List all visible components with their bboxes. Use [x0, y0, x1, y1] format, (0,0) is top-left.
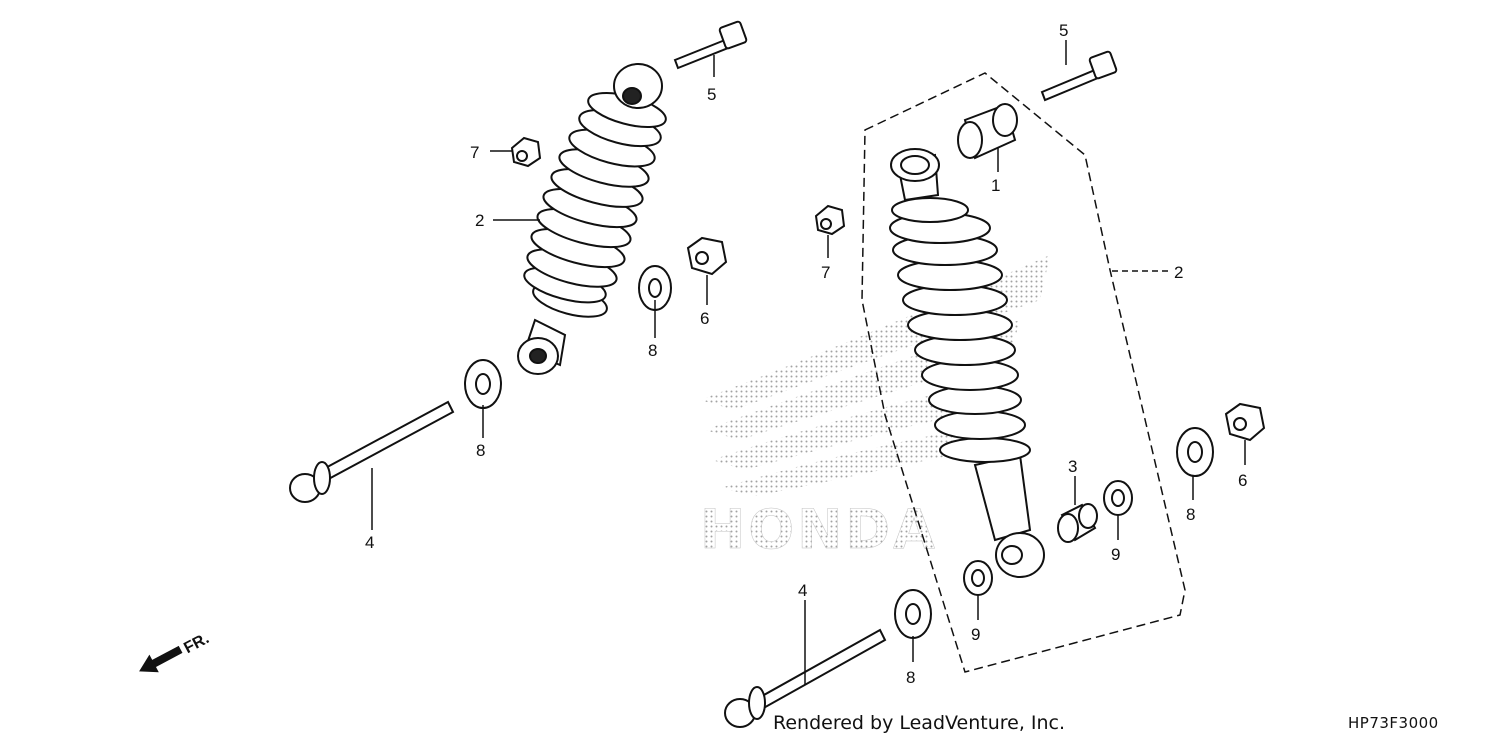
bushing-part-1	[957, 103, 1018, 160]
nut-part-6-left	[686, 236, 728, 276]
credit-text: Rendered by LeadVenture, Inc.	[773, 712, 1066, 734]
nut-part-7-right	[814, 204, 846, 236]
callout-2-right: 2	[1174, 263, 1183, 282]
bolt-part-4-left	[289, 400, 455, 503]
spacer-part-9-a	[1103, 480, 1133, 516]
callout-2-left: 2	[475, 211, 484, 230]
callout-9-b: 9	[971, 625, 980, 644]
bolt-part-5-right	[1040, 50, 1118, 102]
callout-3: 3	[1068, 457, 1077, 476]
callout-6-left: 6	[700, 309, 709, 328]
washer-part-8-d	[894, 589, 932, 639]
callout-5-left: 5	[707, 85, 716, 104]
callout-8-d: 8	[906, 668, 915, 687]
callout-8-b: 8	[476, 441, 485, 460]
collar-part-3	[1057, 503, 1098, 543]
callout-4-left: 4	[365, 533, 374, 552]
callout-9-a: 9	[1111, 545, 1120, 564]
callout-8-c: 8	[1186, 505, 1195, 524]
washer-part-8-b	[464, 359, 502, 409]
shock-absorber-left	[517, 63, 667, 375]
callout-6-right: 6	[1238, 471, 1247, 490]
washer-part-8-a	[638, 265, 672, 311]
callout-7-left: 7	[470, 143, 479, 162]
callout-7-right: 7	[821, 263, 830, 282]
front-direction-arrow-icon: FR.	[139, 630, 212, 673]
nut-part-6-right	[1224, 402, 1266, 442]
honda-watermark-text: HONDA	[700, 498, 938, 561]
washer-part-8-c	[1176, 427, 1214, 477]
bolt-part-5-left	[673, 20, 748, 70]
leader-lines	[371, 40, 1246, 685]
spacer-part-9-b	[963, 560, 993, 596]
callout-8-a: 8	[648, 341, 657, 360]
front-marker-text: FR.	[181, 630, 212, 657]
assembly-outline	[861, 72, 1186, 673]
shock-absorber-right	[889, 148, 1045, 578]
nut-part-7-left	[510, 136, 542, 168]
callout-5-right: 5	[1059, 21, 1068, 40]
bolt-part-4-right	[724, 628, 887, 728]
callout-4-right: 4	[798, 581, 807, 600]
callout-1: 1	[991, 176, 1000, 195]
diagram-code: HP73F3000	[1348, 714, 1439, 732]
